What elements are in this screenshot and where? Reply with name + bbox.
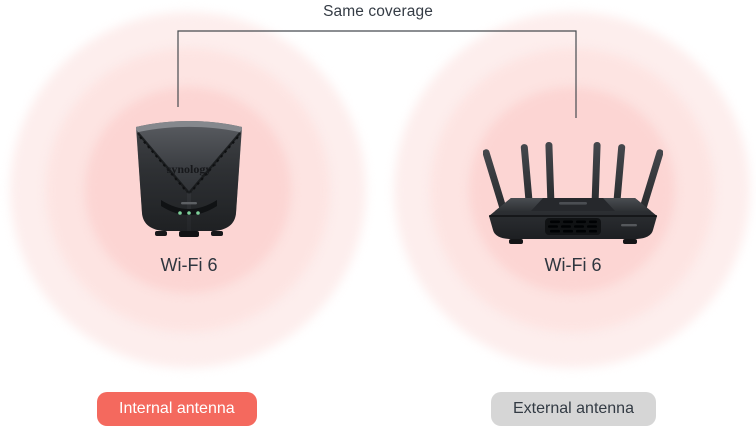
right-wifi6-label: Wi-Fi 6 (544, 255, 602, 275)
external-antenna-badge: External antenna (491, 392, 656, 426)
front-grille (545, 218, 601, 235)
synology-rt6600ax-router-illustration (483, 142, 663, 244)
synology-logo-text: synology (167, 162, 212, 176)
title-same-coverage: Same coverage (323, 3, 433, 20)
internal-antenna-badge: Internal antenna (97, 392, 257, 426)
right-coverage-ring-inner (469, 87, 675, 293)
left-wifi6-label: Wi-Fi 6 (160, 255, 218, 275)
led-indicator (178, 211, 182, 215)
synology-wrx560-router-illustration: synology (136, 121, 242, 237)
external-antennas (483, 142, 663, 215)
